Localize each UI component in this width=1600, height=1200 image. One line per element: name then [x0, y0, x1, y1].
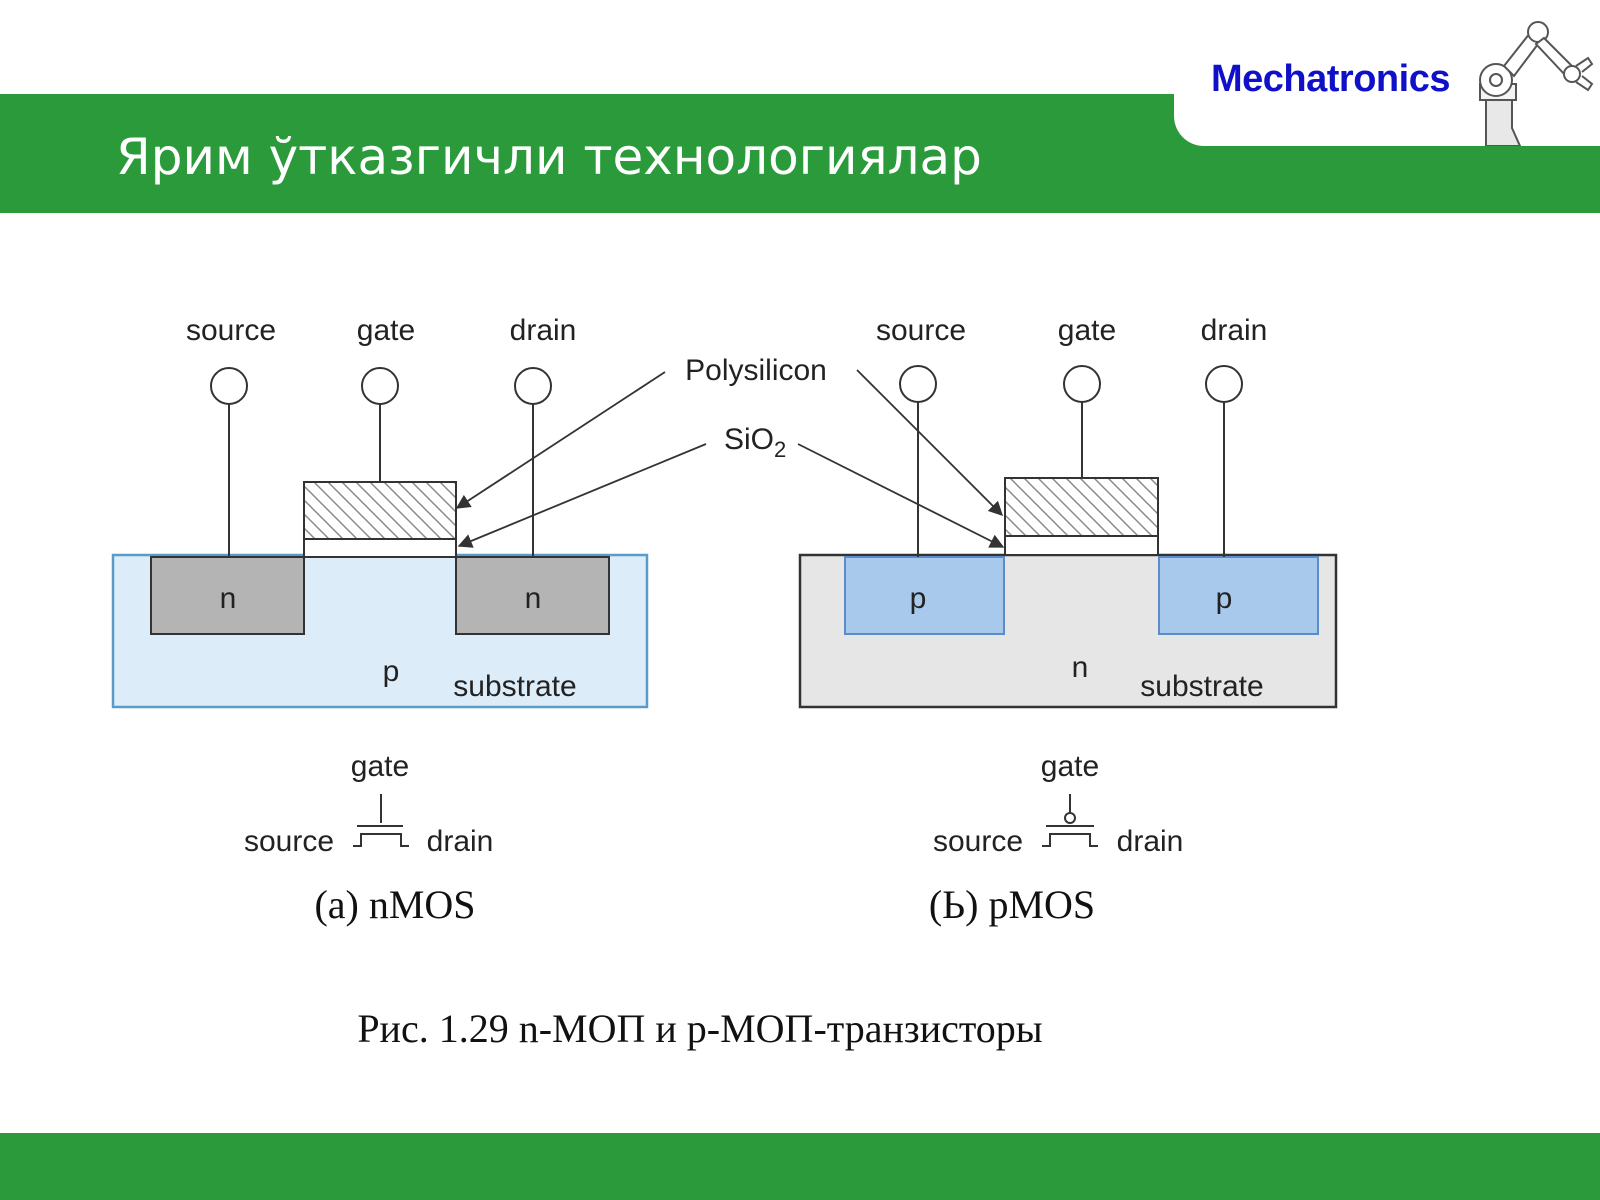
nmos-drain-region-label: n	[525, 582, 542, 615]
nmos-source-terminal	[210, 367, 248, 405]
robot-arm-icon	[1479, 21, 1594, 146]
nmos-caption: (a) nMOS	[314, 882, 475, 927]
polysilicon-arrow-pmos	[856, 369, 1004, 517]
nmos-gate-terminal	[361, 367, 399, 405]
pmos-symbol-drain-label: drain	[1117, 825, 1184, 858]
pmos-substrate-type: n	[1072, 651, 1089, 684]
nmos-symbol-gate-label: gate	[351, 750, 409, 783]
nmos-symbol-source-label: source	[244, 825, 334, 858]
nmos-polysilicon	[303, 481, 457, 540]
pmos-source-region	[844, 556, 1005, 635]
polysilicon-label: Polysilicon	[685, 354, 827, 387]
nmos-symbol-drain-label: drain	[427, 825, 494, 858]
pmos-drain-region	[1158, 556, 1319, 635]
pmos-symbol	[1042, 794, 1098, 847]
pmos-substrate-label: substrate	[1140, 670, 1263, 703]
annotation-arrows	[455, 369, 1005, 548]
polysilicon-arrow-nmos	[455, 371, 666, 509]
pmos-gate-terminal	[1063, 365, 1101, 403]
pmos-drain-region-label: p	[1216, 582, 1233, 615]
pmos-gate-label: gate	[1058, 314, 1116, 347]
nmos-source-region-label: n	[220, 582, 237, 615]
pmos-symbol-gate-label: gate	[1041, 750, 1099, 783]
logo-text: Mechatronics	[1211, 58, 1450, 100]
nmos-cross-section: source gate drain n n p substrate	[111, 314, 649, 709]
pmos-caption: (Ь) pMOS	[929, 882, 1095, 927]
nmos-drain-label: drain	[510, 314, 577, 347]
nmos-source-label: source	[186, 314, 276, 347]
pmos-polysilicon	[1004, 477, 1159, 537]
nmos-drain-terminal	[514, 367, 552, 405]
pmos-cross-section: source gate drain p p n substrate	[798, 314, 1338, 709]
sio2-arrow-nmos	[457, 443, 707, 548]
nmos-drain-region	[455, 556, 610, 635]
nmos-symbol	[353, 794, 409, 847]
page-title: Ярим ўтказгичли технологиялар	[116, 128, 982, 186]
pmos-symbol-source-label: source	[933, 825, 1023, 858]
pmos-drain-label: drain	[1201, 314, 1268, 347]
nmos-oxide	[303, 538, 457, 558]
sio2-arrow-pmos	[797, 443, 1005, 548]
nmos-substrate-type: p	[383, 655, 400, 688]
pmos-source-region-label: p	[910, 582, 927, 615]
figure-caption: Рис. 1.29 n-МОП и p-МОП-транзисторы	[357, 1006, 1042, 1051]
footer-band	[0, 1133, 1600, 1200]
pmos-source-label: source	[876, 314, 966, 347]
sio2-main: SiO	[724, 423, 774, 456]
nmos-gate-label: gate	[357, 314, 415, 347]
pmos-source-terminal	[899, 365, 937, 403]
sio2-label: SiO2	[724, 423, 786, 462]
nmos-source-region	[150, 556, 305, 635]
nmos-substrate-label: substrate	[453, 670, 576, 703]
pmos-drain-terminal	[1205, 365, 1243, 403]
sio2-subscript: 2	[774, 437, 786, 462]
pmos-oxide	[1004, 535, 1159, 556]
